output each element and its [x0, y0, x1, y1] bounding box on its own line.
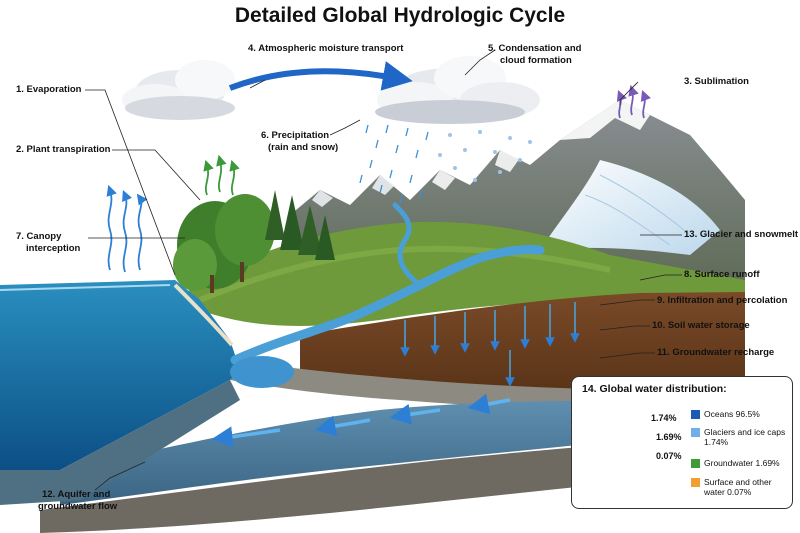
- label-canopy: 7. Canopy interception: [16, 231, 80, 255]
- label-precipitation-line2: (rain and snow): [268, 142, 339, 153]
- label-plant-transpiration: 2. Plant transpiration: [16, 144, 111, 155]
- label-aquifer-line2: groundwater flow: [38, 501, 118, 512]
- forest: [173, 190, 335, 293]
- infiltration-arrows: [400, 302, 580, 387]
- leader-lines: [85, 49, 682, 491]
- legend-swatch-surface: [691, 478, 700, 487]
- label-canopy-line2: interception: [26, 243, 81, 254]
- atmospheric-transport-arrow: [228, 61, 413, 91]
- page-title: Detailed Global Hydrologic Cycle: [234, 4, 566, 27]
- legend-swatch-groundwater: [691, 459, 700, 468]
- label-infiltration: 9. Infiltration and percolation: [657, 295, 788, 306]
- glacier: [540, 160, 720, 255]
- label-condensation-line1: 5. Condensation and: [488, 43, 582, 54]
- distribution-title: 14. Global water distribution:: [582, 383, 727, 395]
- pie-label-surface: 0.07%: [656, 451, 682, 461]
- legend-item-surface: Surface and other water 0.07%: [704, 477, 772, 497]
- river: [230, 202, 545, 388]
- legend-item-oceans: Oceans 96.5%: [704, 409, 760, 419]
- legend-swatch-glaciers: [691, 428, 700, 437]
- label-aquifer-line1: 12. Aquifer and: [42, 489, 111, 500]
- label-condensation-line2: cloud formation: [500, 55, 572, 66]
- water-distribution-panel: 14. Global water distribution: 96.5% 1.7…: [571, 376, 793, 509]
- label-atmospheric-transport: 4. Atmospheric moisture transport: [248, 43, 404, 54]
- groundwater-flow-arrows: [211, 393, 511, 448]
- pie-label-groundwater: 1.69%: [656, 432, 682, 442]
- label-groundwater-recharge: 11. Groundwater recharge: [657, 347, 775, 358]
- label-precipitation-line1: 6. Precipitation: [261, 130, 330, 141]
- label-glacier: 13. Glacier and snowmelt: [684, 229, 799, 240]
- pie-label-glaciers: 1.74%: [651, 413, 677, 423]
- transpiration-arrows: [203, 154, 240, 196]
- label-surface-runoff: 8. Surface runoff: [684, 269, 760, 280]
- cloud-right: [375, 56, 540, 124]
- label-aquifer: 12. Aquifer and groundwater flow: [38, 489, 117, 513]
- label-sublimation: 3. Sublimation: [684, 76, 749, 87]
- snow: [438, 130, 532, 182]
- legend-item-glaciers: Glaciers and ice caps 1.74%: [704, 427, 786, 447]
- cloud-left: [122, 60, 235, 120]
- label-condensation: 5. Condensation and cloud formation: [488, 43, 581, 67]
- evaporation-arrows: [106, 184, 148, 273]
- pie-label-oceans: 96.5%: [595, 459, 621, 469]
- label-precipitation: 6. Precipitation (rain and snow): [261, 130, 338, 154]
- label-canopy-line1: 7. Canopy: [16, 231, 62, 242]
- label-evaporation: 1. Evaporation: [16, 84, 82, 95]
- ocean: [0, 280, 240, 505]
- legend-item-groundwater: Groundwater 1.69%: [704, 458, 780, 468]
- rain: [359, 124, 429, 204]
- legend-swatch-oceans: [691, 410, 700, 419]
- label-soil-water: 10. Soil water storage: [652, 320, 750, 331]
- sublimation-arrows: [616, 84, 651, 119]
